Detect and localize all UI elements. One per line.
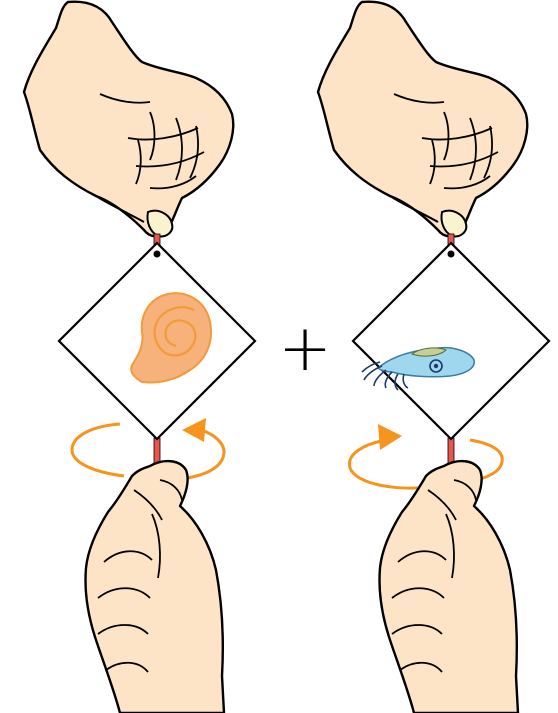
squid-icon bbox=[361, 346, 475, 391]
right-panel bbox=[316, 0, 551, 713]
left-top-hand bbox=[22, 0, 235, 238]
left-panel bbox=[22, 0, 257, 713]
right-card-hole bbox=[447, 250, 455, 258]
spiral-shell-icon bbox=[130, 292, 212, 384]
right-top-hand bbox=[316, 0, 529, 238]
left-rotation-arrowhead bbox=[182, 418, 206, 442]
left-bottom-hand bbox=[84, 459, 226, 713]
plus-sign: + bbox=[278, 312, 332, 386]
right-rotation-arrow-front bbox=[348, 438, 439, 490]
right-rotation-arrowhead bbox=[378, 424, 402, 450]
left-card-hole bbox=[153, 250, 161, 258]
right-bottom-hand bbox=[378, 459, 520, 713]
left-rotation-arrow-back bbox=[70, 422, 125, 478]
right-card bbox=[351, 241, 551, 441]
